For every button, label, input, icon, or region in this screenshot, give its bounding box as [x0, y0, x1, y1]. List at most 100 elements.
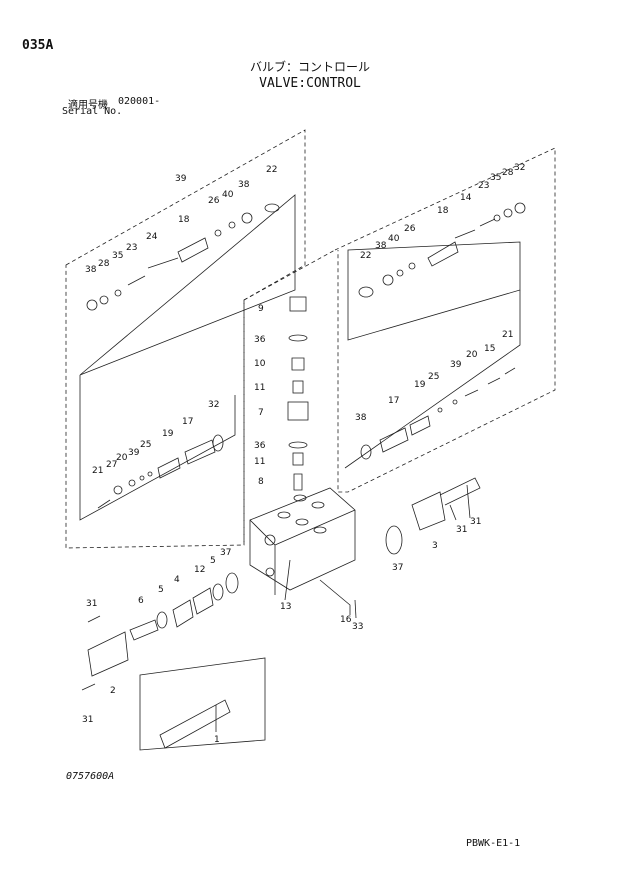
callout-19a: 19: [414, 380, 426, 390]
callout-35a: 35: [112, 251, 123, 261]
callout-39a: 39: [175, 174, 187, 184]
callout-38a: 38: [238, 180, 250, 190]
callout-16: 16: [340, 615, 352, 625]
page-code: 035A: [22, 38, 54, 53]
callout-27: 27: [106, 460, 117, 470]
callout-19b: 19: [162, 429, 174, 439]
part-1: [159, 699, 231, 749]
part-7: [287, 401, 309, 421]
part-10: [291, 357, 305, 371]
part-4: [172, 599, 194, 628]
callout-37b: 37: [220, 548, 231, 558]
callout-40b: 40: [388, 234, 400, 244]
callout-28a: 28: [98, 259, 110, 269]
callout-40a: 40: [222, 190, 234, 200]
part-37l: [225, 572, 239, 594]
part-37r: [385, 525, 403, 555]
callout-17a: 17: [388, 396, 399, 406]
callout-31c: 31: [86, 599, 97, 609]
part-17r: [379, 427, 409, 453]
part-22l: [264, 203, 280, 213]
callout-2: 2: [110, 686, 116, 696]
part-5a: [212, 583, 224, 601]
callout-26a: 26: [208, 196, 220, 206]
callout-labels: 39 22 38 40 26 18 24 23 35 28 32 38 32 2…: [82, 163, 525, 745]
callout-38c: 38: [375, 241, 387, 251]
callout-20a: 20: [466, 350, 478, 360]
part-38ll: [212, 434, 224, 452]
callout-3: 3: [432, 541, 438, 551]
callout-24a: 24: [146, 232, 158, 242]
part-17l: [184, 439, 216, 465]
callout-21a: 21: [502, 330, 513, 340]
right-upper-panel: [347, 241, 521, 341]
part-11a: [292, 380, 304, 394]
callout-39b: 39: [450, 360, 462, 370]
part-18l: [177, 237, 209, 263]
callout-10: 10: [254, 359, 266, 369]
callout-7: 7: [258, 408, 264, 418]
callout-32a: 38: [85, 265, 97, 275]
callout-38d: 38: [355, 413, 367, 423]
callout-36b: 36: [254, 441, 266, 451]
part-32l: [86, 299, 98, 311]
callout-37a: 37: [392, 563, 403, 573]
callout-4: 4: [174, 575, 180, 585]
serial-label-english: Serial No.: [62, 106, 123, 117]
part-38l: [241, 212, 253, 224]
part-22r: [358, 286, 374, 298]
part-3: [411, 491, 446, 531]
right-dashed-box: [334, 147, 556, 493]
callout-20b: 20: [116, 453, 128, 463]
callout-22a: 22: [266, 165, 277, 175]
callout-39c: 39: [128, 448, 140, 458]
callout-6: 6: [138, 596, 144, 606]
callout-28b: 28: [502, 168, 514, 178]
part-19r: [409, 415, 431, 436]
callout-23b: 23: [478, 181, 489, 191]
callout-31a: 31: [456, 525, 467, 535]
callout-14: 14: [460, 193, 472, 203]
callout-12: 12: [194, 565, 205, 575]
part-36b: [288, 441, 308, 449]
callout-25a: 25: [428, 372, 439, 382]
callout-26b: 26: [404, 224, 416, 234]
part-31b: [81, 683, 96, 691]
title-english: VALVE:CONTROL: [259, 76, 361, 91]
callout-23a: 23: [126, 243, 137, 253]
spool-panel: [139, 657, 266, 751]
document-code: PBWK-E1-1: [466, 838, 521, 849]
part-18r: [427, 241, 459, 267]
callout-25b: 25: [140, 440, 151, 450]
part-38rl: [360, 444, 372, 460]
serial-value: 020001-: [118, 96, 161, 107]
callout-8: 8: [258, 477, 264, 487]
left-dashed-box: [65, 129, 306, 549]
callout-15: 15: [484, 344, 495, 354]
drawing-number: 0757600A: [66, 771, 115, 782]
callout-31d: 31: [82, 715, 93, 725]
callout-32b: 32: [514, 163, 525, 173]
callout-33: 33: [352, 622, 363, 632]
left-upper-panel: [79, 194, 296, 376]
callout-11b: 11: [254, 457, 265, 467]
part-12: [192, 587, 214, 615]
callout-22b: 22: [360, 251, 371, 261]
part-31a: [87, 615, 101, 623]
part-2: [87, 631, 129, 677]
callout-11a: 11: [254, 383, 265, 393]
callout-18a: 18: [178, 215, 190, 225]
callout-35b: 35: [490, 173, 501, 183]
callout-21b: 21: [92, 466, 103, 476]
valve-body: [249, 487, 356, 591]
callout-18b: 18: [437, 206, 449, 216]
part-11b: [292, 452, 304, 466]
callout-17b: 17: [182, 417, 193, 427]
part-8: [293, 473, 303, 491]
part-9: [289, 296, 307, 312]
part-36a: [288, 334, 308, 342]
callout-31b: 31: [470, 517, 481, 527]
callout-1: 1: [214, 735, 220, 745]
callout-5b: 5: [158, 585, 164, 595]
